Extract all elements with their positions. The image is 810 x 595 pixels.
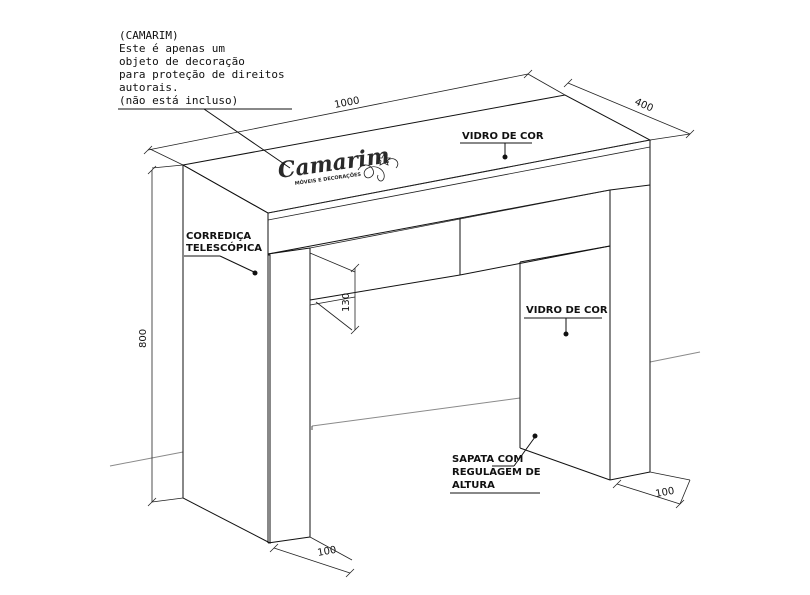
dimension-leg-right: 100 bbox=[612, 471, 691, 509]
vanity-table bbox=[181, 94, 652, 544]
foot-label-line-2: REGULAGEM DE bbox=[452, 467, 541, 478]
note-line-1: (CAMARIM) bbox=[119, 29, 179, 42]
star-icon bbox=[377, 153, 391, 166]
note-line-3: objeto de decoração bbox=[119, 55, 245, 68]
floor-lines bbox=[109, 351, 701, 467]
slide-label-line-2: TELESCÓPICA bbox=[186, 241, 262, 254]
foot-label-line-1: SAPATA COM bbox=[452, 454, 523, 465]
dim-leg-left-label: 100 bbox=[317, 545, 338, 559]
callout-adjustable-foot: SAPATA COM REGULAGEM DE ALTURA bbox=[450, 433, 541, 494]
dimension-leg-left: 100 bbox=[269, 536, 355, 578]
dim-width-label: 1000 bbox=[333, 95, 360, 111]
dimension-width: 1000 bbox=[143, 69, 566, 166]
callout-glass-top: VIDRO DE COR bbox=[460, 131, 544, 160]
foot-label-line-3: ALTURA bbox=[452, 480, 495, 491]
callout-glass-side: VIDRO DE COR bbox=[524, 305, 608, 337]
dim-leg-right-label: 100 bbox=[655, 486, 676, 500]
dim-height-label: 800 bbox=[138, 329, 149, 348]
dimension-height: 800 bbox=[138, 164, 184, 507]
glass-top-label: VIDRO DE COR bbox=[462, 131, 544, 142]
note-line-2: Este é apenas um bbox=[119, 42, 225, 55]
dim-drawer-label: 130 bbox=[341, 293, 352, 312]
glass-side-label: VIDRO DE COR bbox=[526, 305, 608, 316]
left-leg bbox=[182, 164, 271, 544]
note-line-5: autorais. bbox=[119, 81, 179, 94]
dimension-drawer: 130 bbox=[315, 263, 360, 335]
copyright-note: (CAMARIM) Este é apenas um objeto de dec… bbox=[118, 29, 292, 169]
note-leader-line bbox=[203, 108, 291, 169]
note-line-4: para proteção de direitos bbox=[119, 68, 285, 81]
slide-label-line-1: CORREDIÇA bbox=[186, 231, 251, 242]
note-line-6: (não está incluso) bbox=[119, 94, 238, 107]
camarim-logo: Camarim MÓVEIS E DECORAÇÕES bbox=[276, 143, 399, 187]
callout-telescopic-slide: CORREDIÇA TELESCÓPICA bbox=[184, 231, 262, 276]
dimension-depth: 400 bbox=[563, 78, 695, 141]
